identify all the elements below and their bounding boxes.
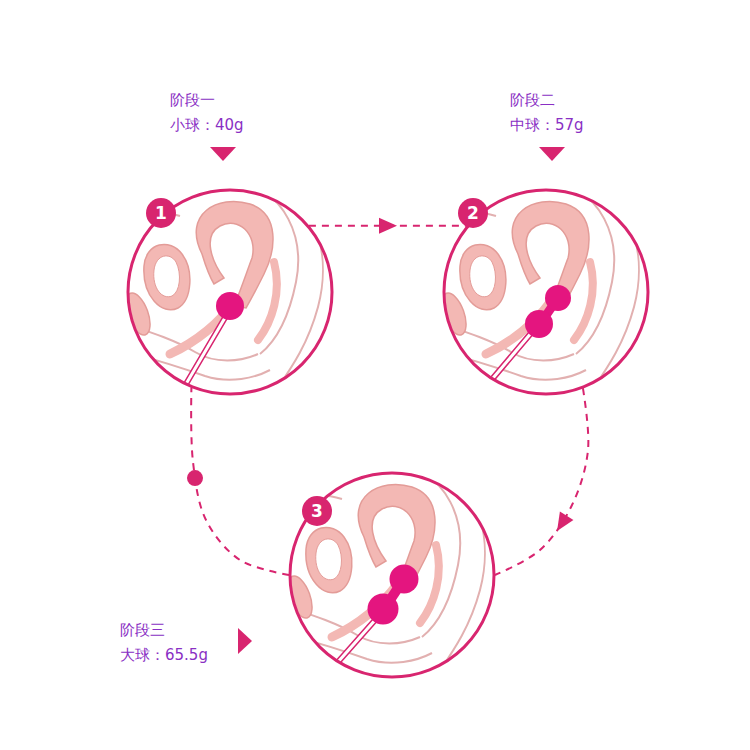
arrow-head — [550, 511, 573, 535]
stage-title: 阶段三 — [120, 620, 165, 640]
pointer-triangle — [210, 147, 236, 161]
illustration-part — [488, 332, 532, 384]
dashed-connector — [495, 388, 588, 575]
pointer-triangle — [238, 628, 252, 654]
illustration-part — [120, 182, 341, 393]
ball-weight: 小球：40g — [170, 115, 244, 135]
stage-illustration — [120, 182, 341, 393]
illustration-part — [436, 182, 657, 393]
illustration-part — [488, 332, 532, 384]
circle-outline — [128, 190, 332, 394]
illustration-part — [186, 316, 226, 384]
callout-number: 3 — [302, 496, 332, 526]
stage-circle: 阶段三大球：65.5g3 — [288, 471, 496, 679]
illustration-part — [282, 465, 503, 676]
illustration-part — [216, 292, 244, 320]
illustration-part — [282, 465, 503, 676]
pointer-triangle — [539, 147, 565, 161]
dashed-connector — [187, 388, 289, 576]
illustration-part — [330, 619, 376, 671]
illustration-part — [368, 594, 399, 625]
path-dot — [187, 470, 203, 486]
illustration-part — [436, 182, 657, 393]
ball-weight: 中球：57g — [510, 115, 584, 135]
dashed-connector — [309, 218, 467, 234]
arrow-head — [379, 218, 397, 234]
callout-number: 1 — [146, 198, 176, 228]
dashed-connector — [495, 388, 588, 575]
ball-weight: 大球：65.5g — [120, 645, 208, 665]
illustration-part — [120, 182, 341, 393]
stage-title: 阶段一 — [170, 90, 215, 110]
stage-circle: 阶段一小球：40g1 — [126, 188, 334, 396]
stage-title: 阶段二 — [510, 90, 555, 110]
illustration-part — [545, 285, 571, 311]
stage-circle: 阶段二中球：57g2 — [442, 188, 650, 396]
illustration-part — [330, 619, 376, 671]
circle-outline — [444, 190, 648, 394]
callout-number: 2 — [458, 198, 488, 228]
stage-illustration — [436, 182, 657, 393]
stage-illustration — [282, 465, 503, 676]
illustration-part — [390, 565, 419, 594]
dashed-connector — [191, 388, 289, 576]
illustration-part — [525, 310, 553, 338]
circle-outline — [290, 473, 494, 677]
illustration-part — [186, 316, 226, 384]
